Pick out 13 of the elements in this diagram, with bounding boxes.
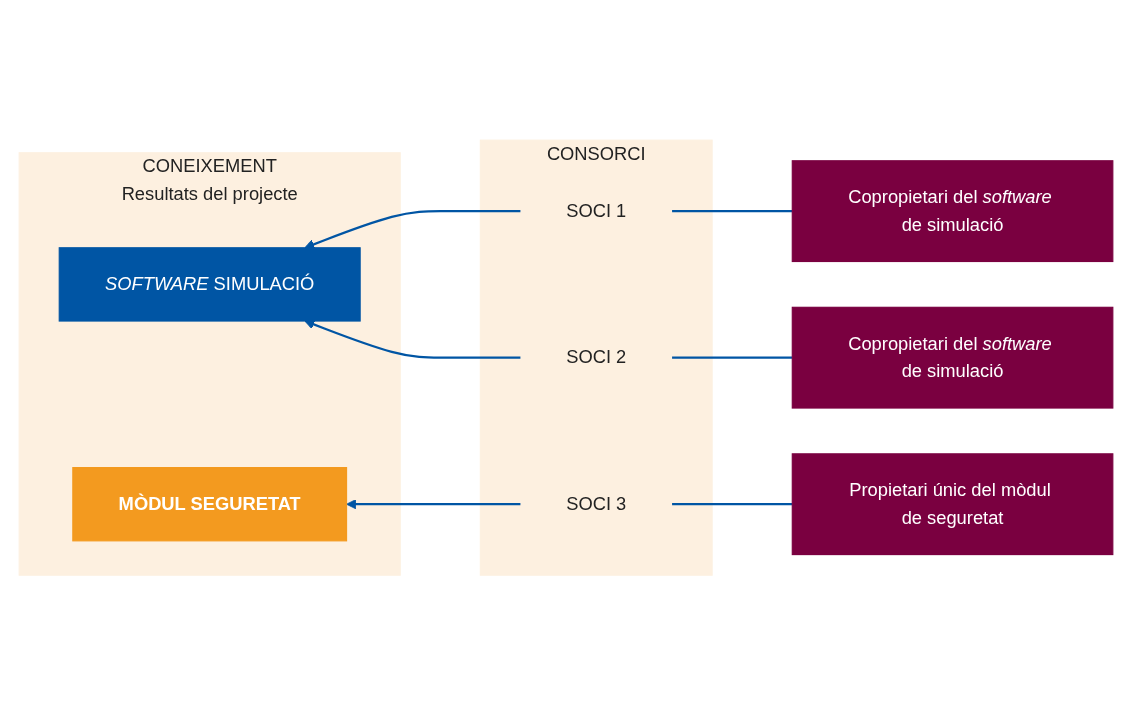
node-box: Copropietari del software de simulació <box>791 306 1114 409</box>
node-box: MÒDUL SEGURETAT <box>72 466 348 542</box>
node-box: Propietari únic del mòdul de seguretat <box>791 453 1114 555</box>
arrow <box>304 319 521 359</box>
arrow <box>346 499 521 510</box>
node-box: Copropietari del software de simulació <box>791 160 1114 262</box>
node-text: SOCI 1 <box>566 200 627 221</box>
node-text: SOCI 3 <box>566 493 627 514</box>
connector <box>672 209 793 213</box>
node-box: SOFTWARE SIMULACIÓ <box>58 247 361 322</box>
node-text: SOCI 2 <box>566 347 627 367</box>
connector <box>672 502 793 506</box>
connector <box>672 356 793 359</box>
